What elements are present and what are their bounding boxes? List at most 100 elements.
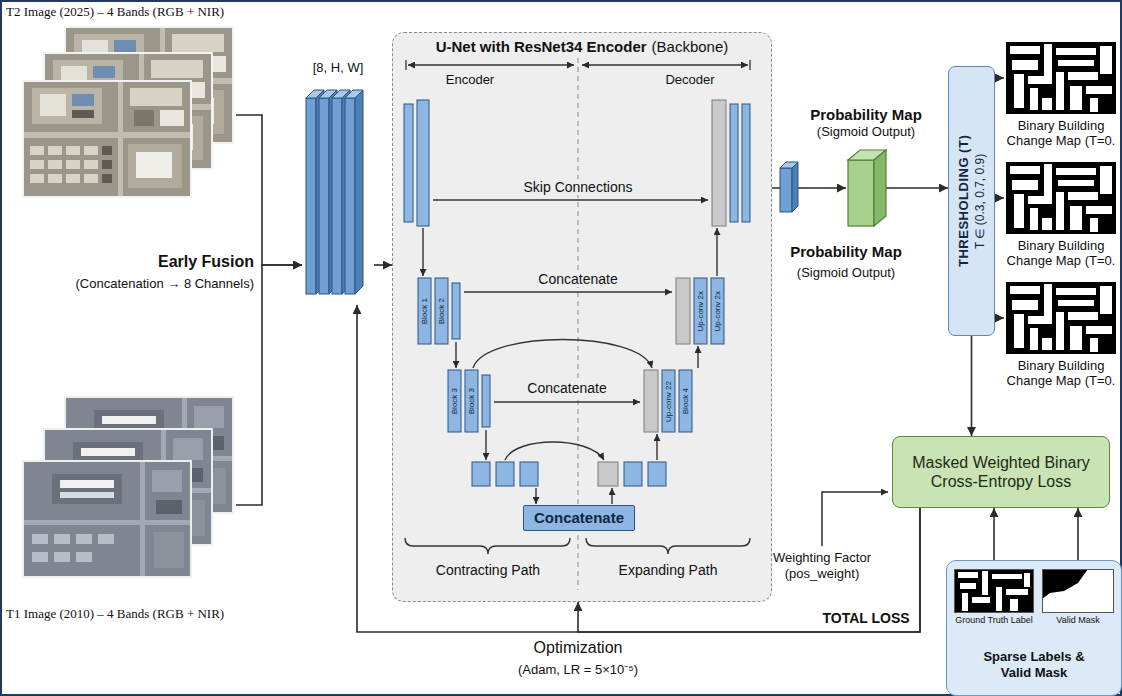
unet-illustration bbox=[405, 200, 750, 554]
label-image: Ground Truth Label bbox=[952, 567, 1036, 626]
change-map-text: Binary Building Change Map (T=0. bbox=[1004, 238, 1118, 268]
unet-illustration bbox=[505, 442, 604, 460]
unet-illustration bbox=[697, 346, 698, 368]
tensor-block-picture bbox=[302, 60, 374, 305]
connector-arrow bbox=[236, 265, 302, 505]
path-label: Contracting Path bbox=[436, 562, 540, 579]
change-map-text: Binary Building Change Map (T=0. bbox=[1004, 358, 1118, 388]
unet-illustration bbox=[464, 291, 672, 292]
connector-arrow bbox=[995, 197, 1004, 199]
unet-illustration bbox=[656, 434, 657, 460]
tensor-block: [8, H, W] bbox=[302, 60, 374, 305]
threshold-box-text: THRESHOLDING (T) bbox=[955, 76, 972, 326]
unet-illustration bbox=[435, 278, 448, 344]
tensor-layers bbox=[355, 90, 363, 294]
unet-illustration bbox=[418, 278, 431, 344]
change-map: Binary Building Change Map (T=0. bbox=[1004, 280, 1118, 388]
tensor-layers bbox=[306, 98, 316, 294]
unet-illustration bbox=[679, 370, 692, 432]
probability-map: Probability Map(Sigmoid Output) bbox=[846, 148, 886, 228]
unet-illustration bbox=[520, 462, 538, 486]
unet-illustration bbox=[472, 462, 490, 486]
unet-illustration bbox=[422, 228, 423, 276]
change-map-image bbox=[1006, 42, 1116, 114]
change-map-image bbox=[1006, 282, 1116, 354]
process-box: Concatenate bbox=[523, 505, 635, 531]
satellite-image bbox=[22, 460, 192, 578]
change-map-text: Binary Building Change Map (T=0. bbox=[1004, 118, 1118, 148]
block-label: Up-conv 22 bbox=[665, 381, 673, 422]
mask-image-text: Valid Mask bbox=[1040, 615, 1116, 626]
unet-illustration bbox=[494, 401, 640, 402]
block-label: Up-conv 2x bbox=[697, 291, 705, 331]
optimizer-note: (Adam, LR = 5×10⁻⁵) bbox=[518, 662, 638, 678]
tensor-block-texts: [8, H, W] bbox=[302, 60, 374, 76]
output-label: Probability Map bbox=[790, 243, 902, 261]
image-stack-texts: T2 Image (2025) – 4 Bands (RGB + NIR) bbox=[6, 4, 236, 20]
unet-illustration bbox=[448, 370, 461, 432]
arrow-label: Skip Connections bbox=[521, 179, 636, 196]
connector-arrow bbox=[971, 336, 973, 436]
label-image-texts: Ground Truth Label bbox=[952, 615, 1036, 626]
section-label: Encoder bbox=[446, 72, 494, 88]
unet-illustration bbox=[535, 488, 536, 504]
label-panel: Sparse Labels & Valid Mask Ground Truth L… bbox=[946, 560, 1122, 696]
satellite-image bbox=[22, 26, 234, 198]
process-box-texts: Concatenate bbox=[534, 509, 624, 527]
unet-illustration bbox=[482, 375, 490, 427]
unet-illustration bbox=[694, 278, 707, 344]
unet-illustration bbox=[586, 538, 750, 554]
section-label: Decoder bbox=[665, 72, 714, 88]
unet-illustration bbox=[730, 104, 738, 222]
connector-arrow bbox=[886, 187, 948, 189]
probability-volume bbox=[874, 150, 886, 226]
weight-label: Weighting Factor (pos_weight) bbox=[762, 550, 882, 581]
satellite-image bbox=[22, 80, 192, 198]
unet-illustration bbox=[404, 104, 413, 222]
connector-arrow bbox=[995, 77, 1004, 79]
probability-map-texts: Probability Map(Sigmoid Output) bbox=[810, 106, 922, 140]
connector-arrow bbox=[374, 264, 392, 266]
unet-illustration bbox=[749, 60, 750, 70]
block-label: Block 1 bbox=[421, 298, 429, 324]
probability-map-text: Probability Map bbox=[810, 106, 922, 124]
block-label: Block 2 bbox=[438, 298, 446, 324]
output-feature-block bbox=[780, 162, 798, 212]
label-panel-texts: Sparse Labels & Valid Mask bbox=[947, 649, 1121, 681]
mask-image: Valid Mask bbox=[1040, 567, 1116, 626]
unet-illustration bbox=[405, 538, 570, 554]
image-stack: T2 Image (2025) – 4 Bands (RGB + NIR) bbox=[6, 4, 236, 204]
connector-arrow bbox=[1077, 508, 1079, 567]
probability-volume bbox=[848, 160, 874, 226]
tensor-layers bbox=[306, 90, 363, 294]
connector-arrow bbox=[993, 508, 995, 567]
tensor-layers bbox=[332, 98, 342, 294]
block-label: Up-conv 2x bbox=[714, 291, 722, 331]
unet-illustration bbox=[404, 100, 750, 486]
probability-map-text: (Sigmoid Output) bbox=[810, 124, 922, 140]
network-panel-text: U-Net with ResNet34 Encoder bbox=[436, 38, 647, 55]
loss-box: Masked Weighted Binary Cross-Entropy Los… bbox=[892, 436, 1110, 508]
output-note: (Sigmoid Output) bbox=[797, 265, 895, 281]
label-image bbox=[954, 569, 1034, 613]
label-image-text: Ground Truth Label bbox=[952, 615, 1036, 626]
mask-image bbox=[1042, 569, 1114, 613]
image-stack: T1 Image (2010) – 4 Bands (RGB + NIR) bbox=[6, 392, 236, 622]
tensor-block-text: [8, H, W] bbox=[302, 60, 374, 76]
unet-illustration bbox=[598, 462, 618, 486]
output-feature-block bbox=[780, 168, 792, 212]
label-image bbox=[954, 569, 1034, 613]
connector-arrow bbox=[236, 115, 302, 265]
block-label: Block 3 bbox=[451, 388, 459, 414]
threshold-box-text: T ∈ (0.3, 0.7, 0.9) bbox=[972, 76, 988, 326]
change-map-texts: Binary Building Change Map (T=0. bbox=[1004, 358, 1118, 388]
image-stack-picture bbox=[6, 4, 236, 204]
unet-illustration bbox=[455, 342, 456, 368]
change-map-image bbox=[1006, 162, 1116, 234]
unet-illustration bbox=[582, 64, 748, 65]
tensor-layers bbox=[345, 98, 355, 294]
unet-illustration bbox=[433, 199, 708, 200]
image-stack-text: T2 Image (2025) – 4 Bands (RGB + NIR) bbox=[6, 4, 236, 20]
change-map-image bbox=[1006, 42, 1116, 114]
